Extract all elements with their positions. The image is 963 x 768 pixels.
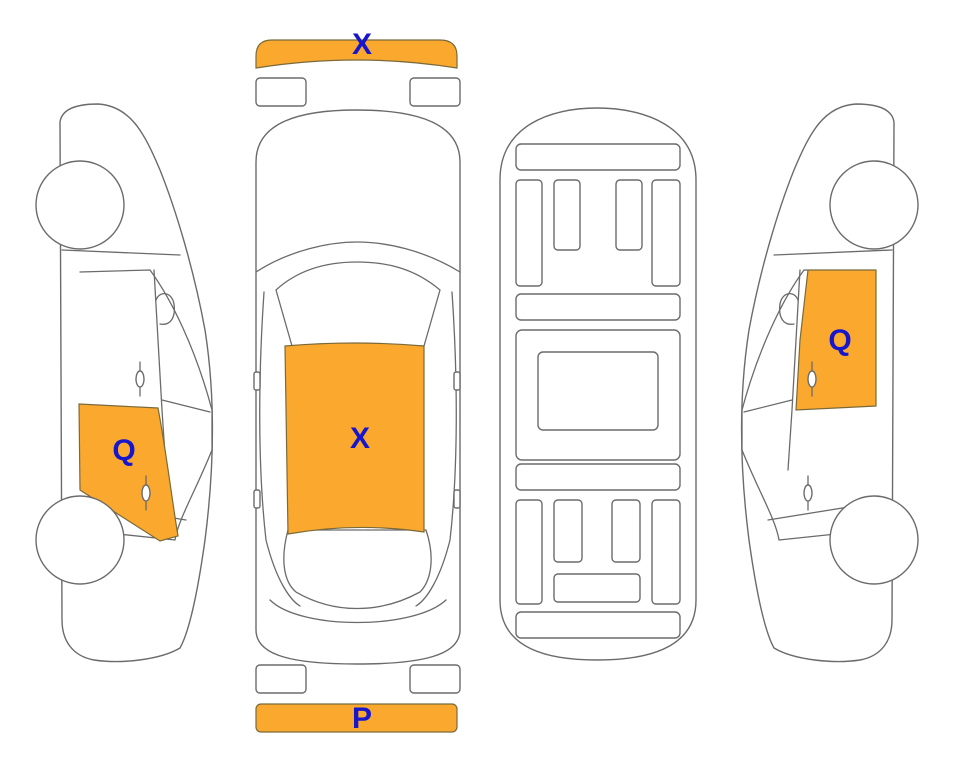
underside-cross-bar-2 bbox=[515, 463, 681, 491]
roof-label: X bbox=[350, 422, 370, 455]
right-front-door-label: Q bbox=[828, 324, 851, 357]
top-view-left-pillar bbox=[259, 291, 301, 607]
right-side-pillar bbox=[787, 269, 801, 471]
underside-left-rear-rail bbox=[515, 499, 543, 605]
right-front-wheel bbox=[829, 160, 919, 250]
left-taillight bbox=[255, 664, 307, 694]
left-rear-wheel bbox=[35, 495, 125, 585]
front-bumper-panel bbox=[255, 39, 458, 69]
front-bumper-label: X bbox=[352, 28, 372, 61]
left-side-sill bbox=[61, 249, 181, 256]
left-side-view: Q bbox=[35, 103, 214, 663]
right-side-sill bbox=[773, 249, 893, 256]
left-mirror-stub bbox=[253, 371, 261, 391]
right-side-view: Q bbox=[740, 103, 919, 663]
rear-bumper-label: P bbox=[352, 702, 372, 735]
roof-panel bbox=[284, 342, 425, 535]
left-front-door-handle bbox=[135, 361, 145, 397]
rear-bumper-panel bbox=[255, 703, 458, 733]
underside-left-rear-seat bbox=[553, 499, 583, 563]
top-view-hood-line bbox=[255, 241, 461, 273]
right-rear-door-handle bbox=[803, 475, 813, 511]
underside-rear-bar bbox=[515, 611, 681, 639]
underside-view bbox=[499, 107, 697, 661]
left-side-belt-line bbox=[161, 399, 211, 413]
top-view-right-pillar bbox=[415, 291, 457, 607]
top-view-windshield bbox=[275, 261, 441, 347]
top-view: X X P bbox=[253, 28, 461, 735]
underside-right-front-rail bbox=[651, 179, 681, 287]
left-rear-handle-stub bbox=[253, 489, 261, 509]
left-rear-door-handle bbox=[141, 475, 151, 511]
right-front-door-handle bbox=[807, 361, 817, 397]
underside-cross-bar-1 bbox=[515, 293, 681, 321]
right-side-belt-line bbox=[743, 399, 793, 413]
left-headlight bbox=[255, 77, 307, 107]
right-rear-wheel bbox=[829, 495, 919, 585]
underside-left-front-seat bbox=[553, 179, 581, 251]
underside-center-tunnel bbox=[537, 351, 659, 431]
right-rear-handle-stub bbox=[453, 489, 461, 509]
left-side-mirror bbox=[155, 293, 176, 325]
underside-rear-box bbox=[553, 573, 641, 603]
underside-right-front-seat bbox=[615, 179, 643, 251]
left-front-wheel bbox=[35, 160, 125, 250]
top-view-trunk-line bbox=[269, 599, 447, 624]
right-mirror-stub bbox=[453, 371, 461, 391]
underside-left-front-rail bbox=[515, 179, 543, 287]
right-headlight bbox=[409, 77, 461, 107]
top-view-rear-window bbox=[283, 529, 432, 610]
underside-right-rear-seat bbox=[611, 499, 641, 563]
left-rear-door-panel bbox=[78, 403, 179, 542]
right-taillight bbox=[409, 664, 461, 694]
underside-right-rear-rail bbox=[651, 499, 681, 605]
right-side-mirror bbox=[778, 293, 799, 325]
underside-front-bar bbox=[515, 143, 681, 171]
left-rear-door-label: Q bbox=[112, 434, 135, 467]
